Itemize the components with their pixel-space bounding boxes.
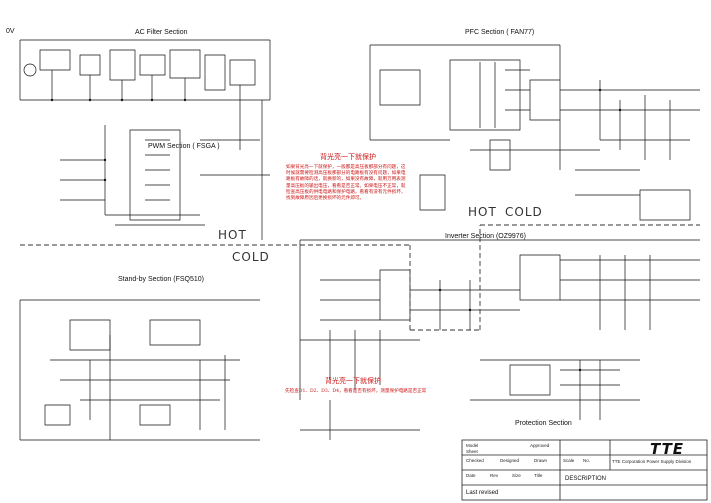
tb-title: Title bbox=[534, 473, 543, 478]
tb-model: Model bbox=[466, 443, 479, 448]
tb-footer: Last revised bbox=[466, 490, 499, 496]
section-standby: Stand-by Section (FSQ510) bbox=[118, 276, 204, 283]
annotation-bottom-body: 先检查D1、D2、D3、D4，看看是否有损坏，测量保护电路是否正常 bbox=[285, 389, 427, 394]
tte-logo: TTE bbox=[650, 440, 685, 458]
section-inverter: Inverter Section (OZ9976) bbox=[445, 233, 526, 240]
section-protection: Protection Section bbox=[515, 420, 572, 427]
section-ac-filter: AC Filter Section bbox=[135, 29, 188, 36]
section-pwm: PWM Section ( FSGA ) bbox=[148, 143, 220, 150]
tb-date: Date bbox=[466, 473, 476, 478]
sheet-ref: 0V bbox=[6, 28, 15, 35]
cold-label-left: COLD bbox=[232, 250, 270, 264]
annotation-bottom: 背光亮一下就保护 先检查D1、D2、D3、D4，看看是否有损坏，测量保护电路是否… bbox=[285, 376, 485, 395]
tb-drawn: Drawn bbox=[534, 458, 548, 463]
tb-checked: Checked bbox=[466, 458, 484, 463]
tb-designed: Designed bbox=[500, 458, 520, 463]
tb-number: No. bbox=[583, 458, 591, 463]
tb-scale: Scale bbox=[563, 458, 575, 463]
annotation-bottom-title: 背光亮一下就保护 bbox=[325, 377, 381, 385]
annotation-top: 背光亮一下就保护 如果背光亮一下就保护，一般都是高压板那部分有问题，这时候就需要… bbox=[286, 152, 410, 202]
annotation-top-body: 如果背光亮一下就保护，一般都是高压板那部分有问题，这时候就需要检测高压板那部分的… bbox=[286, 165, 406, 202]
tb-rev: Rev bbox=[490, 473, 499, 478]
annotation-top-title: 背光亮一下就保护 bbox=[320, 153, 376, 161]
hot-label-right: HOT bbox=[468, 205, 497, 219]
tb-approved: Approved bbox=[530, 443, 550, 448]
section-pfc: PFC Section ( FAN77) bbox=[465, 29, 535, 36]
cold-label-right: COLD bbox=[505, 205, 543, 219]
tb-description: DESCRIPTION bbox=[565, 476, 607, 482]
tb-company: TTE Corporation Power Supply Division bbox=[612, 459, 692, 464]
tb-sheet: Sheet bbox=[466, 449, 478, 454]
hot-label-left: HOT bbox=[218, 228, 247, 242]
tb-size: Size bbox=[512, 473, 521, 478]
